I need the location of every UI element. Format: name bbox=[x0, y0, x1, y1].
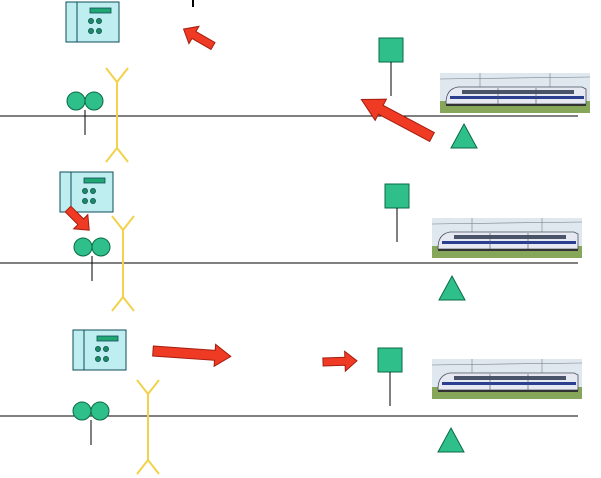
square-sign-icon bbox=[377, 347, 403, 407]
control-panel-icon bbox=[59, 171, 114, 213]
red-arrow-icon bbox=[360, 98, 436, 143]
signal-icon bbox=[66, 91, 104, 136]
panel-top bbox=[0, 0, 591, 163]
triangle-sign-icon bbox=[438, 275, 466, 301]
red-arrow-icon bbox=[152, 343, 232, 368]
panel-middle bbox=[0, 171, 583, 312]
panel-bottom bbox=[0, 329, 583, 475]
signal-icon bbox=[72, 401, 110, 446]
triangle-sign-icon bbox=[450, 123, 478, 149]
yellow-marker bbox=[111, 215, 135, 312]
red-arrow-icon bbox=[64, 205, 90, 231]
control-panel-icon bbox=[72, 329, 127, 371]
triangle-sign-icon bbox=[437, 427, 465, 453]
train-icon bbox=[431, 358, 583, 400]
train-icon bbox=[431, 217, 583, 259]
control-panel-icon bbox=[65, 1, 120, 43]
yellow-marker bbox=[136, 379, 160, 475]
square-sign-icon bbox=[378, 37, 404, 97]
red-arrow-icon bbox=[182, 25, 216, 51]
train-icon bbox=[439, 72, 591, 114]
square-sign-icon bbox=[384, 183, 410, 243]
signal-icon bbox=[73, 237, 111, 282]
yellow-marker bbox=[105, 67, 129, 163]
red-arrow-icon bbox=[322, 350, 358, 373]
